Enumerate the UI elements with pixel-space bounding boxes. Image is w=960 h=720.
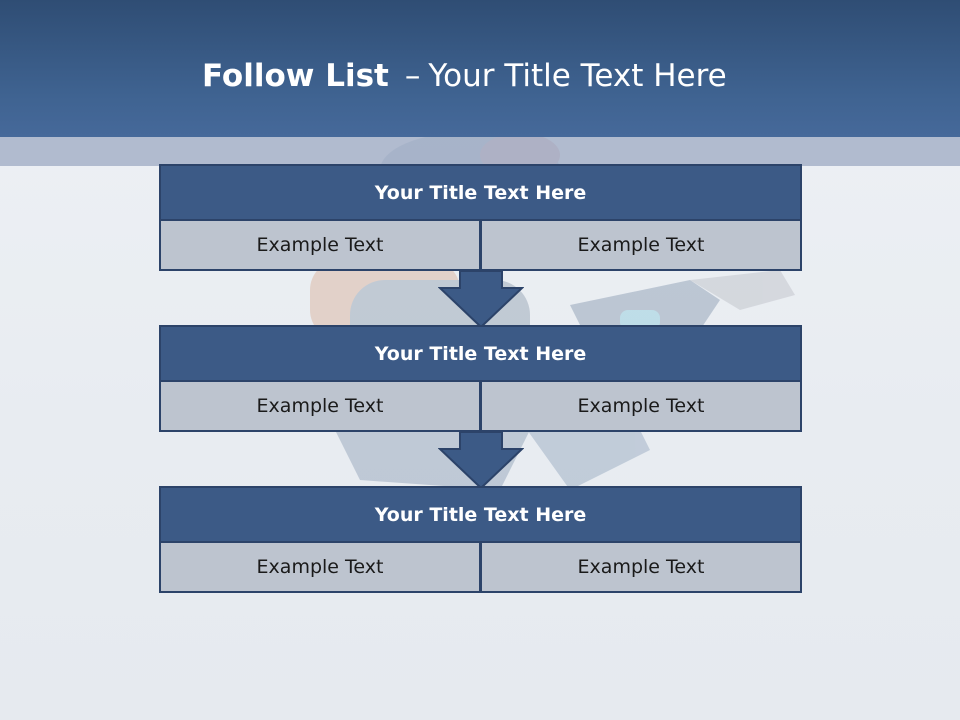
step-box-2: Your Title Text Here Example Text Exampl… [159, 325, 802, 432]
title-subtitle: Your Title Text Here [428, 58, 727, 94]
title-dash: – [404, 58, 421, 94]
step-title-1: Your Title Text Here [159, 164, 802, 221]
step-2-right-text: Example Text [481, 382, 802, 432]
step-row-3: Example Text Example Text [159, 543, 802, 593]
step-box-3: Your Title Text Here Example Text Exampl… [159, 486, 802, 593]
title-bold: Follow List [202, 58, 389, 94]
header-band [0, 137, 960, 166]
step-title-3: Your Title Text Here [159, 486, 802, 543]
step-row-1: Example Text Example Text [159, 221, 802, 271]
step-1-right-text: Example Text [481, 221, 802, 271]
step-box-1: Your Title Text Here Example Text Exampl… [159, 164, 802, 271]
down-arrow-icon [438, 431, 524, 489]
step-2-left-text: Example Text [159, 382, 481, 432]
step-row-2: Example Text Example Text [159, 382, 802, 432]
step-1-left-text: Example Text [159, 221, 481, 271]
header-bar [0, 0, 960, 137]
step-title-2: Your Title Text Here [159, 325, 802, 382]
down-arrow-icon [438, 270, 524, 328]
step-3-left-text: Example Text [159, 543, 481, 593]
page-title: Follow List–Your Title Text Here [202, 54, 727, 98]
step-3-right-text: Example Text [481, 543, 802, 593]
